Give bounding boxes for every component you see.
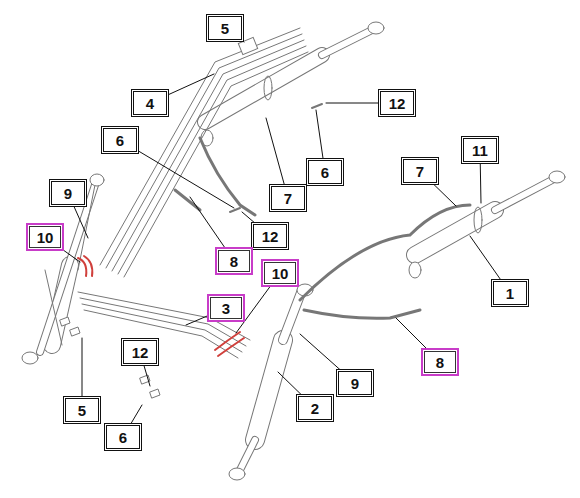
- callout-number: 8: [421, 348, 459, 376]
- callout-text: 10: [272, 266, 289, 281]
- callout-text: 4: [146, 96, 154, 111]
- callout-text: 6: [116, 133, 124, 148]
- callout-number: 12: [251, 222, 289, 250]
- callout-text: 9: [351, 376, 359, 391]
- callout-number: 5: [206, 14, 244, 42]
- callout-text: 7: [416, 164, 424, 179]
- callout-number: 6: [306, 158, 344, 186]
- callout-number: 10: [26, 223, 64, 251]
- callout-text: 11: [472, 143, 488, 158]
- callout-number: 1: [491, 279, 529, 307]
- callout-text: 8: [436, 355, 444, 370]
- callout-text: 12: [132, 345, 149, 360]
- callout-number: 10: [261, 259, 299, 287]
- callout-number: 2: [296, 394, 334, 422]
- callout-text: 1: [506, 286, 514, 301]
- callout-number: 11: [461, 136, 499, 164]
- callout-text: 2: [311, 401, 319, 416]
- callout-text: 5: [221, 21, 229, 36]
- callout-text: 6: [321, 165, 329, 180]
- callout-text: 7: [284, 191, 292, 206]
- callout-number: 6: [104, 423, 142, 451]
- callout-text: 12: [262, 229, 279, 244]
- callout-number: 3: [207, 294, 245, 322]
- callout-text: 5: [78, 403, 86, 418]
- callout-text: 3: [222, 301, 230, 316]
- callout-text: 12: [389, 96, 406, 111]
- callout-number: 6: [101, 126, 139, 154]
- callout-number: 12: [121, 338, 159, 366]
- callout-number: 9: [336, 369, 374, 397]
- callout-number: 7: [401, 157, 439, 185]
- callout-number: 8: [215, 247, 253, 275]
- callout-text: 10: [37, 230, 54, 245]
- callout-number: 5: [63, 396, 101, 424]
- callout-text: 8: [230, 254, 238, 269]
- callout-number: 9: [49, 179, 87, 207]
- callout-number: 4: [131, 89, 169, 117]
- callout-text: 9: [64, 186, 72, 201]
- callout-number: 7: [269, 184, 307, 212]
- callout-number: 12: [378, 89, 416, 117]
- callout-text: 6: [119, 430, 127, 445]
